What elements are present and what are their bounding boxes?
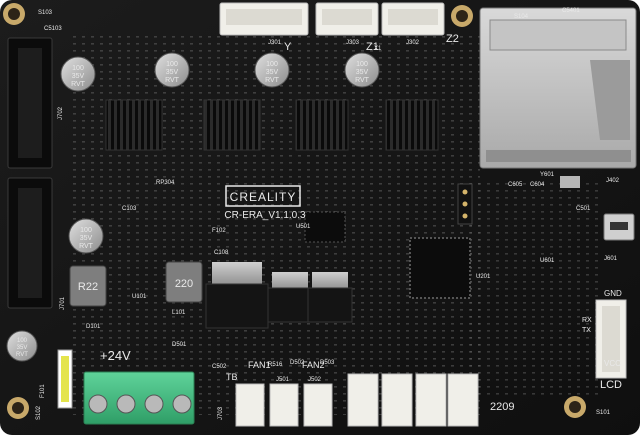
refdes-label: D503 bbox=[320, 360, 335, 366]
power-inductors: R22 220 bbox=[69, 261, 203, 307]
refdes-label: J501 bbox=[276, 377, 290, 383]
vcc-label: VCC bbox=[604, 359, 621, 368]
refdes-label: J703 bbox=[218, 406, 224, 420]
crystal bbox=[560, 176, 580, 188]
brand-text: CREALITY bbox=[230, 190, 297, 204]
refdes-label: J402 bbox=[606, 178, 620, 184]
refdes-label: U201 bbox=[476, 274, 491, 280]
fan2-label: FAN2 bbox=[302, 360, 325, 370]
refdes-label: C103 bbox=[122, 206, 137, 212]
capacitor-label: 35V bbox=[166, 69, 179, 76]
refdes-label: J302 bbox=[406, 40, 420, 46]
refdes-label: S103 bbox=[38, 10, 53, 16]
refdes-label: J702 bbox=[58, 106, 64, 120]
gnd-label: GND bbox=[604, 289, 622, 298]
bed-label: TB bbox=[226, 372, 238, 382]
capacitor-label: 35V bbox=[356, 69, 369, 76]
refdes-label: C5401 bbox=[562, 8, 580, 14]
refdes-labels: S103 C5103 S104 C5401 J301 J303 J302 J70… bbox=[36, 8, 620, 420]
capacitor: 100 35V RVT bbox=[68, 218, 104, 254]
refdes-label: S102 bbox=[36, 405, 42, 420]
refdes-label: X1 bbox=[374, 46, 382, 52]
capacitor-label: 35V bbox=[80, 235, 93, 242]
capacitor-label: RVT bbox=[79, 243, 94, 250]
smd-texture bbox=[470, 180, 600, 400]
capacitor-label: 100 bbox=[80, 227, 92, 234]
capacitor-label: 100 bbox=[166, 61, 178, 68]
fan1-label: FAN1 bbox=[248, 360, 271, 370]
refdes-label: C604 bbox=[530, 182, 545, 188]
capacitor-label: 35V bbox=[266, 69, 279, 76]
refdes-label: J502 bbox=[308, 377, 322, 383]
capacitor: 100 35V RVT bbox=[344, 52, 380, 88]
capacitor: 100 35V RVT bbox=[6, 330, 38, 362]
refdes-label: U601 bbox=[540, 258, 555, 264]
refdes-label: C501 bbox=[576, 206, 591, 212]
refdes-label: J601 bbox=[604, 256, 618, 262]
usb-port bbox=[603, 213, 635, 241]
capacitor-label: RVT bbox=[265, 77, 280, 84]
power-terminal bbox=[83, 371, 195, 425]
capacitor-label: 35V bbox=[72, 73, 85, 80]
refdes-label: D501 bbox=[172, 342, 187, 348]
refdes-label: U501 bbox=[296, 224, 311, 230]
capacitor-label: 100 bbox=[356, 61, 368, 68]
inductor-label: 220 bbox=[175, 278, 193, 290]
fuse bbox=[57, 349, 73, 409]
smd-texture bbox=[70, 35, 480, 415]
capacitor-label: RVT bbox=[355, 77, 370, 84]
refdes-label: Y601 bbox=[540, 172, 555, 178]
capacitor-label: RVT bbox=[16, 352, 28, 358]
refdes-label: C5103 bbox=[44, 26, 62, 32]
capacitor-label: RVT bbox=[71, 81, 86, 88]
mcu-chip bbox=[304, 211, 471, 299]
refdes-label: F102 bbox=[212, 228, 226, 234]
capacitor-label: RVT bbox=[165, 77, 180, 84]
bottom-jst-connectors bbox=[235, 373, 479, 427]
capacitor: 100 35V RVT bbox=[60, 56, 96, 92]
voltage-label: +24V bbox=[100, 348, 131, 363]
capacitor-label: 100 bbox=[17, 338, 28, 344]
brand-logo: CREALITY bbox=[225, 185, 301, 207]
capacitor-group: 100 35V RVT 100 35V RVT 100 35V RVT 100 … bbox=[6, 52, 380, 362]
refdes-label: R516 bbox=[268, 362, 283, 368]
refdes-label: U101 bbox=[132, 294, 147, 300]
top-jst-connectors bbox=[219, 2, 445, 36]
refdes-label: S101 bbox=[596, 410, 611, 416]
lcd-connector bbox=[595, 299, 627, 379]
refdes-label: J701 bbox=[60, 296, 66, 310]
refdes-label: C605 bbox=[508, 182, 523, 188]
refdes-label: C502 bbox=[212, 364, 227, 370]
power-mosfets bbox=[205, 262, 353, 329]
capacitor: 100 35V RVT bbox=[254, 52, 290, 88]
refdes-label: L101 bbox=[172, 310, 186, 316]
year-code-label: 2209 bbox=[490, 401, 514, 413]
inductor-label: R22 bbox=[78, 281, 98, 293]
axis-label-z1: Z1 bbox=[366, 41, 379, 53]
capacitor-label: 35V bbox=[17, 345, 28, 351]
refdes-label: J301 bbox=[268, 40, 282, 46]
sd-card-slot bbox=[479, 7, 637, 169]
axis-label-z2: Z2 bbox=[446, 33, 459, 45]
capacitor-label: 100 bbox=[266, 61, 278, 68]
model-label: CR-ERA_V1.1.0.3 bbox=[224, 210, 306, 221]
idc-headers bbox=[7, 37, 53, 309]
capacitor: 100 35V RVT bbox=[154, 52, 190, 88]
lcd-label: LCD bbox=[600, 379, 622, 391]
jumper-header bbox=[457, 183, 473, 225]
refdes-label: J303 bbox=[346, 40, 360, 46]
stepper-heatsinks bbox=[105, 99, 439, 151]
refdes-label: RP304 bbox=[156, 180, 175, 186]
refdes-label: D101 bbox=[86, 324, 101, 330]
mounting-holes bbox=[3, 3, 586, 419]
tx-label: TX bbox=[582, 327, 591, 334]
refdes-label: D502 bbox=[290, 360, 305, 366]
capacitor-label: 100 bbox=[72, 65, 84, 72]
rx-label: RX bbox=[582, 317, 592, 324]
refdes-label: C108 bbox=[214, 250, 229, 256]
refdes-label: F101 bbox=[40, 384, 46, 398]
axis-label-y: Y bbox=[284, 41, 292, 53]
refdes-label: S104 bbox=[514, 14, 529, 20]
